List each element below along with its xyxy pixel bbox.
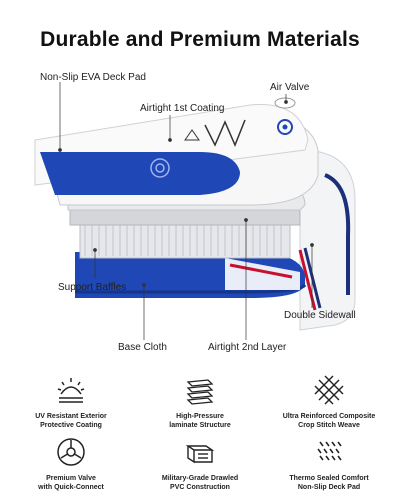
- callout-coating1: Airtight 1st Coating: [140, 103, 225, 114]
- feature-valve: Premium Valve with Quick-Connect: [6, 434, 136, 492]
- feature-valve-line1: Premium Valve: [46, 475, 96, 482]
- deck-pad-icon: [317, 441, 342, 461]
- sun-icon: [57, 378, 85, 403]
- callout-base-cloth: Base Cloth: [118, 342, 167, 353]
- pvc-icon: [185, 445, 215, 464]
- feature-pvc-line2: PVC Construction: [170, 484, 230, 491]
- feature-weave-line1: Ultra Reinforced Composite: [282, 413, 376, 420]
- feature-pvc-line1: Military-Grade Drawled: [161, 475, 239, 482]
- feature-deck-pad-line2: Non-Slip Deck Pad: [297, 484, 361, 491]
- weave-icon: [314, 375, 344, 405]
- feature-uv-line2: Protective Coating: [40, 422, 102, 429]
- callout-sidewall: Double Sidewall: [284, 310, 356, 321]
- feature-valve-line2: with Quick-Connect: [38, 484, 104, 491]
- valve-icon: [57, 438, 85, 466]
- feature-weave-line2: Crop Stitch Weave: [298, 422, 360, 429]
- page-title: Durable and Premium Materials: [40, 28, 360, 51]
- callout-deck-pad: Non-Slip EVA Deck Pad: [40, 72, 146, 83]
- callout-layer2: Airtight 2nd Layer: [208, 342, 287, 353]
- feature-laminate-line2: laminate Structure: [169, 422, 231, 429]
- layers-icon: [186, 379, 214, 405]
- callout-baffles: Support Baffles: [58, 282, 127, 293]
- feature-laminate: High-Pressure laminate Structure: [135, 372, 265, 430]
- feature-deck-pad-line1: Thermo Sealed Comfort: [289, 475, 369, 482]
- feature-uv-line1: UV Resistant Exterior: [35, 413, 107, 420]
- callout-air-valve: Air Valve: [270, 82, 310, 93]
- board-illustration: [34, 82, 356, 340]
- feature-laminate-line1: High-Pressure: [176, 413, 224, 420]
